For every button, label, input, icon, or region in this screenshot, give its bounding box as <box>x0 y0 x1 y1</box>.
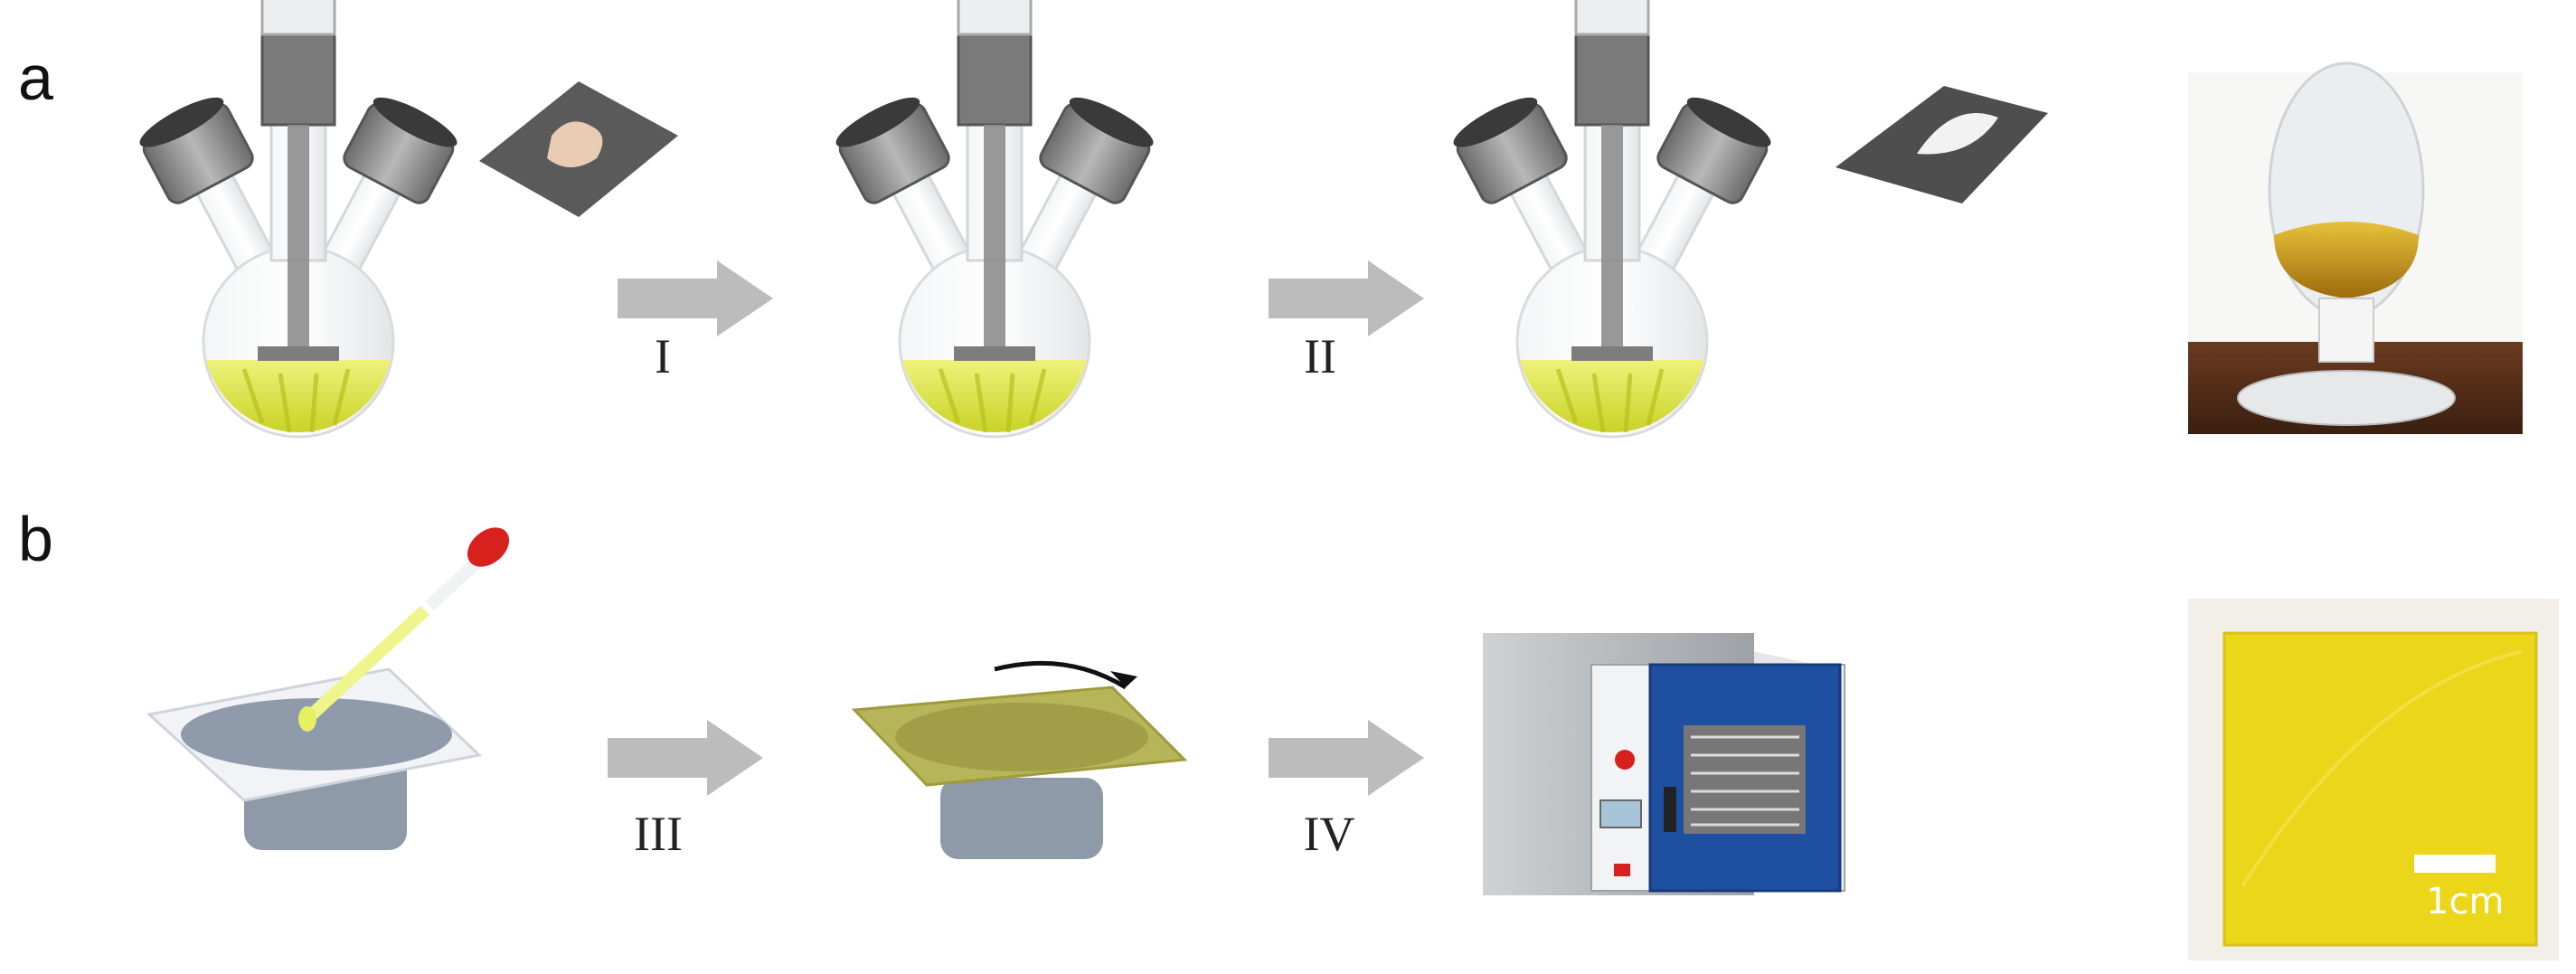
arrow-step-III <box>608 720 763 796</box>
step-label-IV: IV <box>1304 807 1355 861</box>
three-neck-flask-2 <box>830 0 1158 437</box>
three-neck-flask-1 <box>134 0 462 437</box>
drying-oven <box>1483 633 1845 895</box>
three-neck-flask-3 <box>1448 0 1776 437</box>
scale-bar <box>2414 855 2496 873</box>
arrow-step-I <box>618 260 773 336</box>
photo-yellow-film <box>2188 599 2559 960</box>
step-label-I: I <box>655 329 671 383</box>
panel-label-a: a <box>18 43 53 113</box>
spin-coater-spinning <box>851 660 1188 859</box>
arrow-step-IV <box>1269 720 1424 796</box>
panel-label-b: b <box>18 504 53 574</box>
spin-coater-dropping <box>146 542 497 850</box>
residue-sample-tile <box>1835 86 2048 203</box>
powder-sample-tile <box>479 81 678 217</box>
dropper-tip <box>467 527 510 567</box>
arrow-step-II <box>1269 260 1424 336</box>
scale-bar-label: 1cm <box>2426 881 2504 922</box>
step-label-III: III <box>634 807 683 861</box>
step-label-II: II <box>1304 329 1336 383</box>
photo-solution-flask <box>2188 61 2523 434</box>
